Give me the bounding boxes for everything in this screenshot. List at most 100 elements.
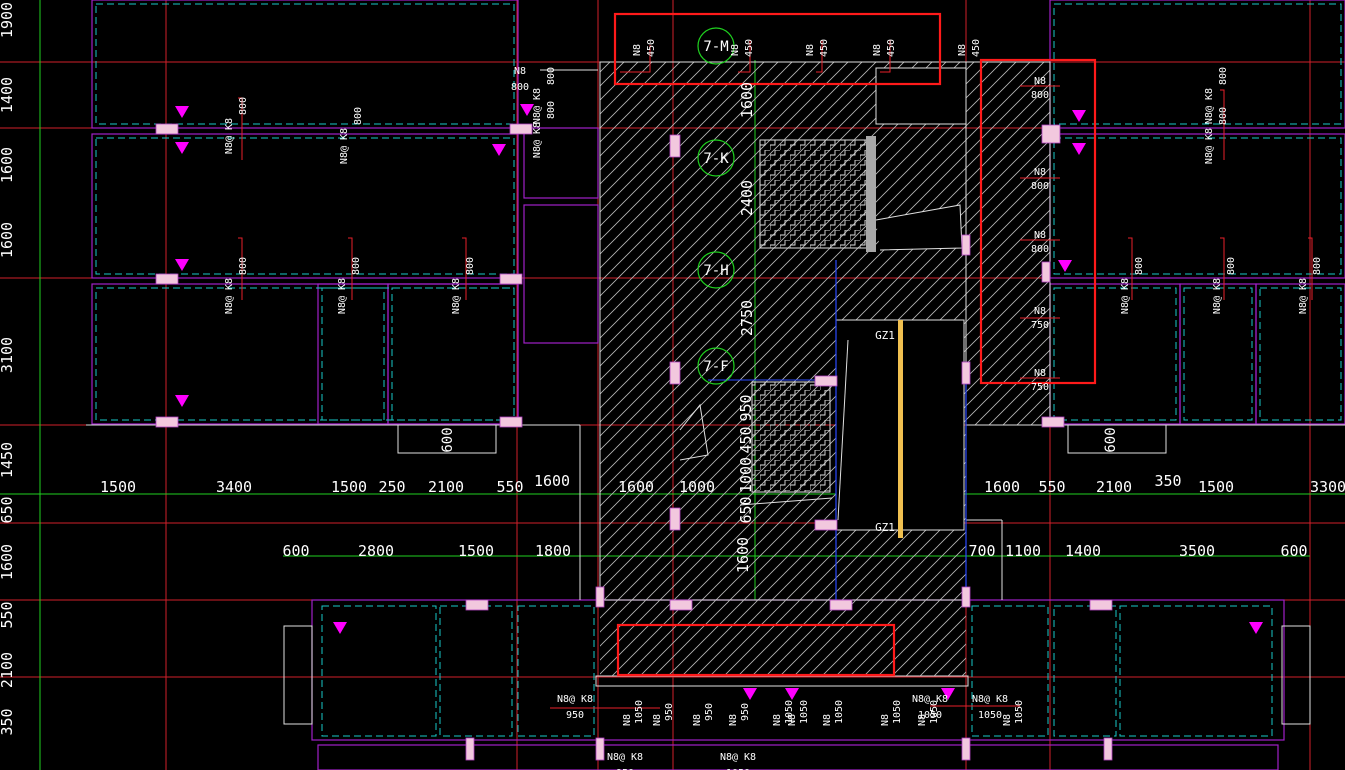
- axis-bubble-label: 7-K: [703, 151, 729, 167]
- row1-dim-label: 550: [1038, 478, 1065, 496]
- row1-dim-label: 1600: [618, 478, 654, 496]
- core-vertical-dim-label: 650: [737, 496, 755, 523]
- rebar-label: N8: [822, 714, 833, 726]
- core-vertical-dim-label: 1000: [737, 457, 755, 493]
- row2-dim-label: 1800: [535, 542, 571, 560]
- rebar-label: 750: [1031, 320, 1049, 331]
- left-dim-label: 1600: [0, 147, 16, 183]
- columns: [155, 123, 1113, 761]
- slab-rebar-label: N8@ K8: [912, 694, 948, 705]
- slab-rebar-label: N8@ K8: [339, 128, 350, 164]
- rebar-label: 450: [971, 39, 982, 57]
- slab-rebar-label: 950: [566, 710, 584, 721]
- axis-bubble-label: 7-F: [703, 359, 728, 375]
- column-tag: GZ1: [875, 329, 895, 342]
- row1-dim-label: 350: [1154, 472, 1181, 490]
- row1-dim-label: 1500: [331, 478, 367, 496]
- slab-rebar-label: 800: [351, 257, 362, 275]
- rebar-label: 800: [1031, 181, 1049, 192]
- row2-dim-label: 1100: [1005, 542, 1041, 560]
- core-vertical-dim-label: 1600: [738, 82, 756, 118]
- slab-rebar-label: N8@ K8: [1212, 278, 1223, 314]
- slab-rebar-label: 1050: [726, 768, 750, 770]
- slab-rebar-label: 800: [465, 257, 476, 275]
- bay-dim-label: 600: [440, 427, 456, 452]
- rebar-label: N8: [514, 66, 526, 77]
- red-highlight-boxes[interactable]: [613, 12, 1097, 677]
- row2-dim-label: 600: [1280, 542, 1307, 560]
- rebar-label: 450: [819, 39, 830, 57]
- row2-dim-label: 1400: [1065, 542, 1101, 560]
- rebar-label: 1050: [634, 700, 645, 724]
- rebar-label: N8: [1034, 76, 1046, 87]
- rebar-label: N8: [880, 714, 891, 726]
- slab-rebar-label: N8@ K8: [1204, 128, 1215, 164]
- rebar-label: N8: [1002, 714, 1013, 726]
- slab-rebar-label: 800: [1312, 257, 1323, 275]
- rebar-label: 1050: [929, 700, 940, 724]
- rebar-label: N8: [805, 44, 816, 56]
- core-vertical-dim-label: 2400: [738, 180, 756, 216]
- rebar-label: 800: [1031, 90, 1049, 101]
- left-dim-label: 3100: [0, 337, 16, 373]
- slab-rebar-label: N8@ K8: [1204, 88, 1215, 124]
- slab-rebar-label: 800: [353, 107, 364, 125]
- axis-bubble-circle: [697, 347, 735, 385]
- slab-rebar-label: N8@ K8: [1120, 278, 1131, 314]
- left-dim-label: 1450: [0, 442, 16, 478]
- left-dim-label: 2100: [0, 652, 16, 688]
- slab-rebar-label: N8@ K8: [1298, 278, 1309, 314]
- axis-bubble-circle: [697, 139, 735, 177]
- left-dim-label: 1400: [0, 77, 16, 113]
- slab-rebar-label: 950: [616, 768, 634, 770]
- row1-dim-label: 550: [496, 478, 523, 496]
- axis-bubble-circle: [697, 27, 735, 65]
- slab-rebar-label: N8@ K8: [224, 118, 235, 154]
- rebar-label: N8: [632, 44, 643, 56]
- slab-rebar-label: 800: [546, 67, 557, 85]
- slab-rebar-label: N8@ K8: [337, 278, 348, 314]
- rebar-label: 450: [646, 39, 657, 57]
- row1-dim-label: 2100: [428, 478, 464, 496]
- row2-dim-label: 1500: [458, 542, 494, 560]
- row1-dim-label: 1000: [679, 478, 715, 496]
- core-vertical-dim-label: 450: [737, 426, 755, 453]
- rebar-label: 1050: [892, 700, 903, 724]
- dimension-labels: 1900 1400 1600 1600 3100 1450 650 1600 550 2100 35…: [0, 2, 1345, 736]
- core-vertical-dim-label: 2750: [738, 300, 756, 336]
- rebar-label: N8: [622, 714, 633, 726]
- row1-dim-label: 1600: [984, 478, 1020, 496]
- axis-bubble-circle: [697, 251, 735, 289]
- axis-bubble-label: 7-H: [703, 263, 728, 279]
- row1-dim-label: 1600: [534, 472, 570, 490]
- left-dim-label: 650: [0, 496, 16, 523]
- rebar-label: N8: [917, 714, 928, 726]
- rebar-label: N8: [787, 714, 798, 726]
- left-dim-label: 550: [0, 601, 16, 628]
- left-dim-label: 1900: [0, 2, 16, 38]
- row1-dim-label: 1500: [100, 478, 136, 496]
- rebar-label: 1050: [834, 700, 845, 724]
- slab-rebar-label: N8@ K8: [607, 752, 643, 763]
- rebar-label: 1050: [799, 700, 810, 724]
- rebar-label: 750: [1031, 382, 1049, 393]
- rebar-label: 800: [1031, 244, 1049, 255]
- slab-rebar-label: N8@ K8: [972, 694, 1008, 705]
- slab-rebar-label: 800: [1134, 257, 1145, 275]
- row1-dim-label: 3400: [216, 478, 252, 496]
- rebar-label: N8: [728, 714, 739, 726]
- core-vertical-dim-label: 950: [737, 394, 755, 421]
- slab-rebar-label: 1050: [918, 710, 942, 721]
- row1-dim-label: 250: [378, 478, 405, 496]
- row2-dim-label: 3500: [1179, 542, 1215, 560]
- rebar-label: 450: [886, 39, 897, 57]
- slab-rebar-label: N8@ K8: [557, 694, 593, 705]
- slab-rebar-label: N8@ K8: [532, 122, 543, 158]
- dashed-beam-lines: [95, 3, 1342, 737]
- rebar-leaders: [238, 40, 1313, 709]
- slab-rebar-label: N8@ K8: [532, 88, 543, 124]
- core-vertical-dim-label: 1600: [734, 537, 752, 573]
- rebar-label: 1050: [1014, 700, 1025, 724]
